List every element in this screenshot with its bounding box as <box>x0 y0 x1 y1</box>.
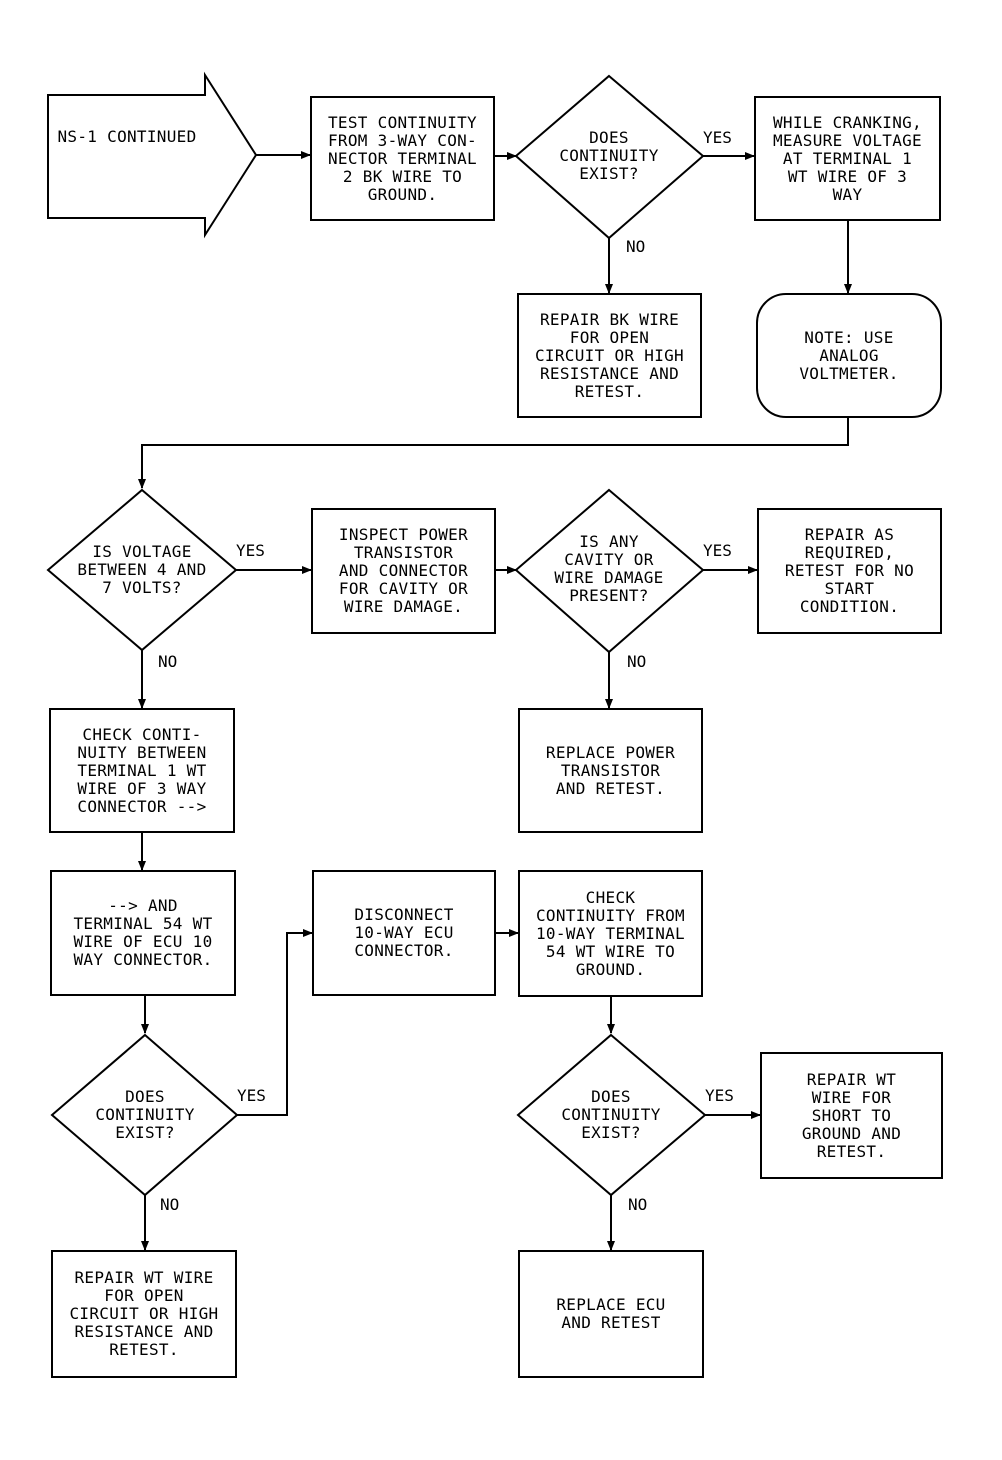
no-label-3: NO <box>627 652 647 671</box>
no-label-2: NO <box>158 652 178 671</box>
replace-ecu-box: REPLACE ECU AND RETEST <box>518 1250 704 1378</box>
start-arrow-shape <box>47 71 258 239</box>
no-label-5: NO <box>628 1195 648 1214</box>
replace-power-transistor-box: REPLACE POWER TRANSISTOR AND RETEST. <box>518 708 703 833</box>
decision-1-text: DOES CONTINUITY EXIST? <box>559 128 659 183</box>
repair-wt-short-box: REPAIR WT WIRE FOR SHORT TO GROUND AND R… <box>760 1052 943 1179</box>
repair-as-required-box: REPAIR AS REQUIRED, RETEST FOR NO START … <box>757 508 942 634</box>
decision-5-text: DOES CONTINUITY EXIST? <box>561 1087 661 1142</box>
repair-bk-wire-box: REPAIR BK WIRE FOR OPEN CIRCUIT OR HIGH … <box>517 293 702 418</box>
check-continuity-2-box: CHECK CONTINUITY FROM 10-WAY TERMINAL 54… <box>518 870 703 997</box>
and-terminal-box: --> AND TERMINAL 54 WT WIRE OF ECU 10 WA… <box>50 870 236 996</box>
yes-label-3: YES <box>703 541 732 560</box>
inspect-power-transistor-box: INSPECT POWER TRANSISTOR AND CONNECTOR F… <box>311 508 496 634</box>
decision-2-text: IS VOLTAGE BETWEEN 4 AND 7 VOLTS? <box>77 542 207 597</box>
note-voltmeter-box: NOTE: USE ANALOG VOLTMETER. <box>756 293 942 418</box>
start-label: NS-1 CONTINUED <box>57 127 197 146</box>
yes-label-1: YES <box>703 128 732 147</box>
decision-4-text: DOES CONTINUITY EXIST? <box>95 1087 195 1142</box>
no-label-4: NO <box>160 1195 180 1214</box>
cranking-voltage-box: WHILE CRANKING, MEASURE VOLTAGE AT TERMI… <box>754 96 941 221</box>
no-label-1: NO <box>626 237 646 256</box>
yes-label-5: YES <box>705 1086 734 1105</box>
yes-label-2: YES <box>236 541 265 560</box>
yes-label-4: YES <box>237 1086 266 1105</box>
repair-wt-wire-box: REPAIR WT WIRE FOR OPEN CIRCUIT OR HIGH … <box>51 1250 237 1378</box>
decision-3-text: IS ANY CAVITY OR WIRE DAMAGE PRESENT? <box>554 532 664 605</box>
test-bk-continuity-box: TEST CONTINUITY FROM 3-WAY CON- NECTOR T… <box>310 96 495 221</box>
check-continuity-1-box: CHECK CONTI- NUITY BETWEEN TERMINAL 1 WT… <box>49 708 235 833</box>
disconnect-ecu-box: DISCONNECT 10-WAY ECU CONNECTOR. <box>312 870 496 996</box>
